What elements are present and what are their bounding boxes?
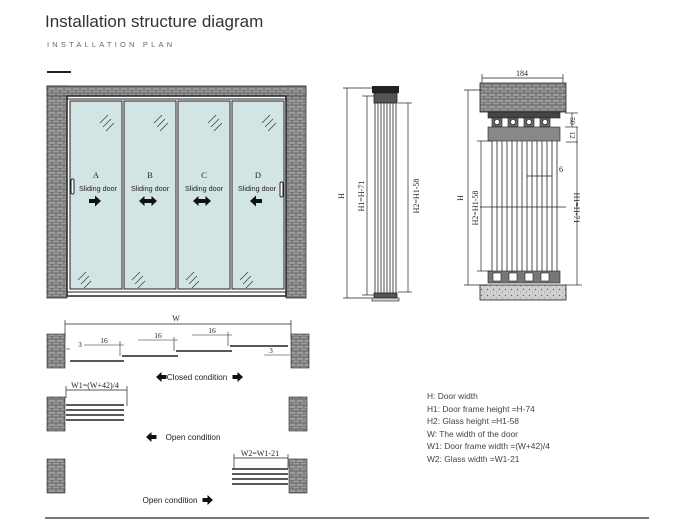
- panel-label-b: Sliding door: [131, 184, 170, 193]
- wall-header: [46, 85, 307, 97]
- section-dim-gap: 12: [568, 131, 577, 139]
- closed-dim-overlap-3: 16: [208, 326, 216, 335]
- plan-wall-right-open: [288, 396, 308, 432]
- legend-line: W: The width of the door: [427, 428, 518, 439]
- panel-letter-a: A: [93, 170, 100, 180]
- plan-wall-left-open2: [46, 458, 66, 494]
- glass-panel-b: [123, 100, 177, 290]
- arrow-right-icon: [202, 495, 213, 505]
- panel-label-c: Sliding door: [185, 184, 224, 193]
- arrow-left-icon: [156, 372, 167, 382]
- panel-letter-d: D: [255, 170, 261, 180]
- page-subtitle: INSTALLATION PLAN: [47, 40, 176, 49]
- section-dim-top: 50: [568, 117, 577, 125]
- legend: H: Door width H1: Door frame height =H-7…: [427, 390, 550, 466]
- wall-left: [46, 85, 68, 299]
- arrow-left-icon: [146, 432, 157, 442]
- section-dim-h: H: [456, 195, 465, 201]
- open-right-dim-w2: W2=W1-21: [241, 449, 279, 458]
- plan-wall-left-open: [46, 396, 66, 432]
- front-view: A B C D Sliding door Sliding door Slidin…: [46, 85, 307, 299]
- section-dim-width: 184: [516, 69, 528, 78]
- plan-wall-right-open2: [288, 458, 308, 494]
- section-dim-h2: H2=H1-58: [471, 191, 480, 226]
- plan-wall-right: [290, 333, 310, 369]
- closed-dim-w: W: [172, 314, 180, 323]
- closed-caption: Closed condition: [167, 373, 228, 382]
- legend-line: W1: Door frame width =(W+42)/4: [427, 441, 550, 452]
- closed-dim-overlap-2: 16: [154, 331, 162, 340]
- wall-right: [285, 85, 307, 299]
- open-right-caption: Open condition: [142, 496, 198, 505]
- panel-letter-c: C: [201, 170, 207, 180]
- panel-label-d: Sliding door: [238, 184, 277, 193]
- legend-line: H2: Glass height =H1-58: [427, 416, 519, 427]
- closed-dim-left-gap: 3: [78, 340, 82, 349]
- closed-dim-overlap-1: 16: [100, 336, 108, 345]
- glass-panel-a: [69, 100, 123, 290]
- legend-line: H: Door width: [427, 391, 478, 401]
- open-left-caption: Open condition: [165, 433, 221, 442]
- arrow-left-icon: [250, 195, 262, 207]
- arrow-right-icon: [232, 372, 243, 382]
- ceiling-block: [479, 82, 567, 113]
- section-dim-inner: 6: [559, 165, 563, 174]
- open-left-dim-w1: W1=(W+42)/4: [71, 381, 119, 390]
- glass-panel-c: [177, 100, 231, 290]
- side-dim-h2: H2=H1-58: [412, 179, 421, 214]
- plan-wall-left: [46, 333, 66, 369]
- side-view: H H1=H-71 H2=H1-58: [337, 86, 421, 302]
- legend-line: W2: Glass width =W1-21: [427, 453, 520, 464]
- page-title: Installation structure diagram: [45, 12, 264, 31]
- arrow-right-icon: [89, 195, 101, 207]
- handle-left: [70, 178, 75, 195]
- plan-open-left: W1=(W+42)/4 Open condition: [46, 381, 308, 442]
- section-dim-h1: H1=H-71: [572, 193, 581, 224]
- plan-closed: W 3 16 16 16 3 Closed condition: [46, 314, 310, 382]
- panel-letter-b: B: [147, 170, 153, 180]
- closed-dim-right-gap: 3: [269, 346, 273, 355]
- panel-label-a: Sliding door: [79, 184, 118, 193]
- floor-block: [479, 284, 567, 301]
- double-arrow-icon: [193, 196, 211, 206]
- glass-glint-marks: [77, 114, 277, 289]
- glass-panel-d: [231, 100, 285, 290]
- plan-open-right: W2=W1-21 Open condition: [46, 449, 308, 505]
- legend-line: H1: Door frame height =H-74: [427, 403, 535, 414]
- title-underline: [47, 71, 71, 73]
- handle-right: [279, 181, 284, 198]
- bottom-divider: [45, 517, 649, 519]
- double-arrow-icon: [139, 196, 157, 206]
- side-dim-h1: H1=H-71: [357, 181, 366, 212]
- side-dim-h: H: [337, 193, 346, 199]
- section-view: 184: [456, 69, 582, 301]
